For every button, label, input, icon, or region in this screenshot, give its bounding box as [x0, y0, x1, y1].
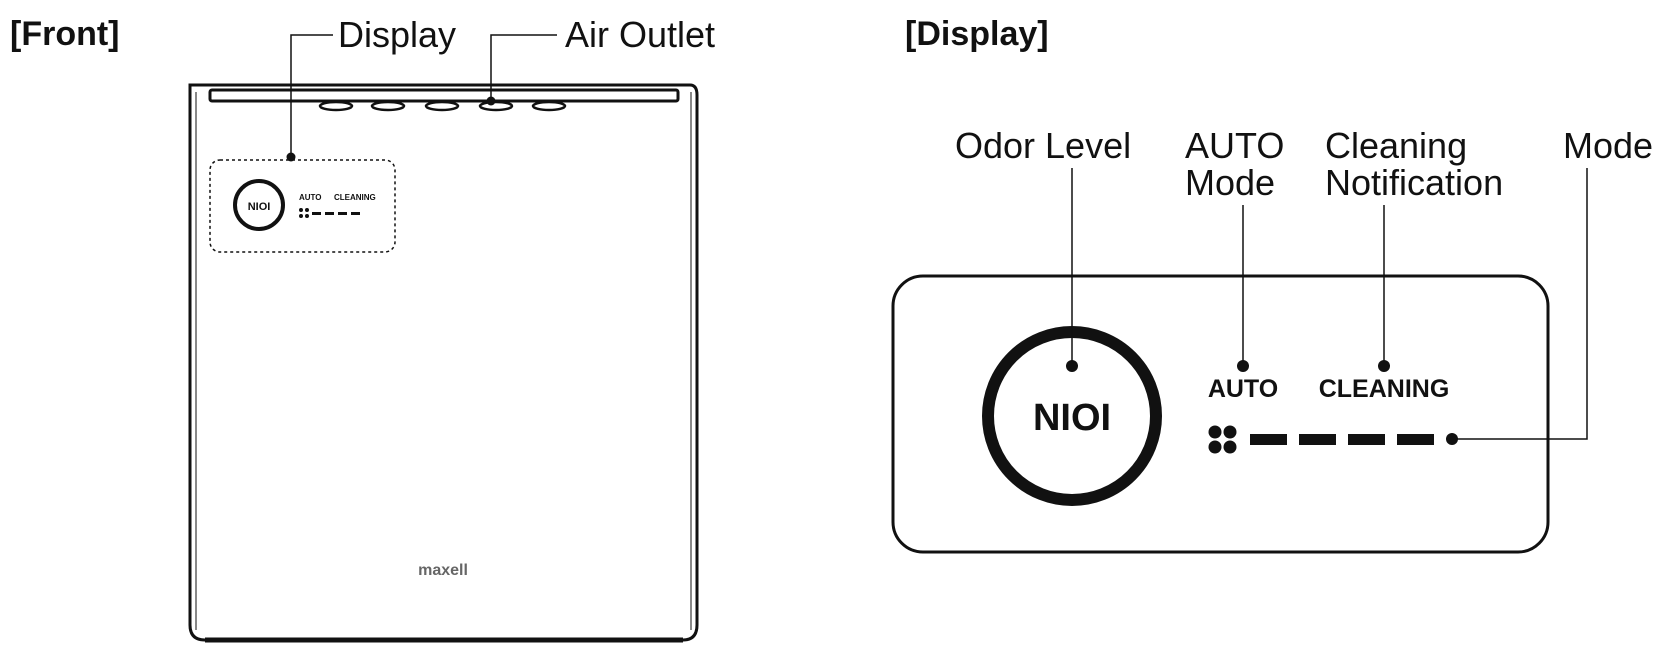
- niol-text: NIOI: [1033, 397, 1111, 439]
- fan-icon: [1208, 425, 1237, 454]
- mini-display-outline: [209, 159, 396, 253]
- cleaning-label-line2: Notification: [1325, 162, 1503, 203]
- mode-bar-2: [1299, 434, 1336, 445]
- cleaning-indicator: CLEANING: [1319, 375, 1450, 403]
- display-detail: [Display] Odor Level AUTO Mode Cleaning …: [891, 15, 1653, 554]
- odor-level-label: Odor Level: [955, 125, 1131, 166]
- display-leaders: [1071, 168, 1588, 440]
- mode-bar-3: [1348, 434, 1385, 445]
- mode-bars: [1250, 434, 1434, 445]
- air-outlet-leader-dot: [486, 96, 496, 106]
- front-leaders: [290, 34, 557, 156]
- auto-mode-label-line2: Mode: [1185, 162, 1275, 203]
- mode-leader-dot: [1446, 433, 1458, 445]
- display-leader: [290, 34, 333, 156]
- air-outlet-label: Air Outlet: [565, 14, 715, 55]
- mode-label: Mode: [1563, 125, 1653, 166]
- top-button-5: [531, 100, 567, 112]
- auto-leader-dot: [1237, 360, 1249, 372]
- leader-dots: [1066, 360, 1458, 445]
- display-label: Display: [338, 14, 456, 55]
- auto-indicator: AUTO: [1208, 375, 1278, 403]
- odor-leader-dot: [1066, 360, 1078, 372]
- mode-bar-4: [1397, 434, 1434, 445]
- mode-bar-1: [1250, 434, 1287, 445]
- mini-mode-bars: [312, 212, 360, 215]
- purifier-body-inner-edge: [195, 92, 692, 630]
- mini-odor-ring: [233, 179, 285, 231]
- cleaning-leader-dot: [1378, 360, 1390, 372]
- top-button-4: [478, 100, 514, 112]
- display-header: [Display]: [905, 15, 1049, 53]
- top-button-3: [424, 100, 460, 112]
- top-button-1: [318, 100, 354, 112]
- purifier-body: [188, 83, 699, 642]
- auto-mode-label-line1: AUTO: [1185, 125, 1284, 166]
- mini-auto-text: AUTO: [299, 193, 322, 202]
- front-header: [Front]: [10, 15, 120, 53]
- top-button-2: [370, 100, 406, 112]
- air-outlet-slot: [208, 88, 680, 103]
- mini-fan-icon: [299, 208, 309, 218]
- front-view: [Front] Display Air Outlet NIOI AUTO CLE…: [10, 14, 715, 643]
- brand-logo: maxell: [418, 562, 468, 579]
- mini-niol-text: NIOI: [248, 201, 271, 213]
- air-outlet-leader: [490, 34, 557, 100]
- mini-cleaning-text: CLEANING: [334, 193, 376, 202]
- cleaning-label-line1: Cleaning: [1325, 125, 1467, 166]
- mode-leader: [1452, 168, 1588, 440]
